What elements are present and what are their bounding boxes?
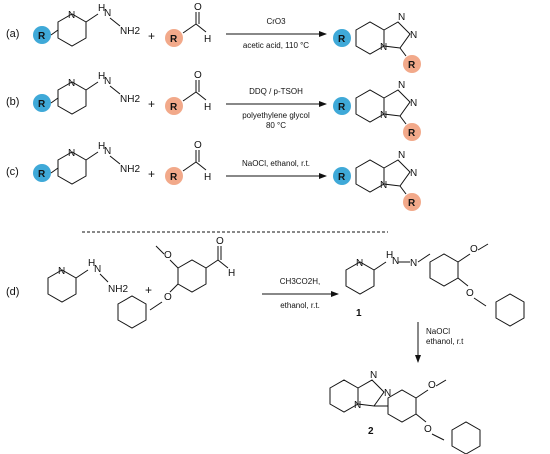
plus-b: +: [148, 97, 155, 111]
row-a-label: (a): [6, 28, 19, 40]
svg-text:N: N: [58, 266, 65, 277]
conditions-a-1: CrO3: [266, 17, 286, 26]
svg-text:H: H: [98, 71, 105, 82]
aldehyde-b: R O H: [165, 70, 211, 115]
svg-text:R: R: [338, 34, 346, 45]
r-pyridyl-hydrazine-c: R N H N NH2: [33, 141, 140, 185]
svg-text:N: N: [392, 256, 399, 267]
svg-text:R: R: [170, 34, 178, 45]
r-pyridyl-hydrazine-b: R N H N NH2: [33, 71, 140, 115]
benzyloxy-methoxybenzaldehyde: O H O O: [117, 236, 235, 329]
row-b: (b) R N H N NH2 + R O H DDQ / p-TSOH pol…: [6, 70, 421, 141]
plus-c: +: [148, 167, 155, 181]
svg-text:R: R: [38, 99, 46, 110]
svg-text:N: N: [104, 8, 111, 19]
conditions-c-1: NaOCl, ethanol, r.t.: [242, 159, 310, 168]
row-c: (c) R N H N NH2 + R O H NaOCl, ethanol, …: [6, 140, 421, 211]
conditions-d1-2: ethanol, r.t.: [280, 301, 320, 310]
svg-text:H: H: [386, 250, 393, 261]
conditions-b-3: 80 °C: [266, 121, 286, 130]
svg-text:N: N: [68, 78, 75, 89]
triazolopyridine-2: N N N O O: [329, 370, 481, 454]
svg-text:N: N: [104, 146, 111, 157]
svg-text:H: H: [98, 3, 105, 14]
svg-text:N: N: [410, 30, 417, 41]
svg-text:O: O: [466, 288, 474, 299]
svg-text:N: N: [380, 110, 387, 121]
svg-text:N: N: [398, 150, 405, 161]
compound-2-label: 2: [368, 426, 374, 437]
row-b-label: (b): [6, 96, 19, 108]
svg-text:H: H: [228, 268, 235, 279]
r1-letter: R: [38, 31, 46, 42]
svg-text:R: R: [408, 128, 416, 139]
hydrazone-1: N H N N O O: [345, 243, 525, 327]
svg-text:N: N: [380, 180, 387, 191]
svg-text:NH2: NH2: [120, 94, 140, 105]
svg-text:R: R: [170, 102, 178, 113]
svg-text:O: O: [194, 70, 202, 81]
svg-text:R: R: [170, 172, 178, 183]
svg-text:NH2: NH2: [108, 284, 128, 295]
aldehyde-c: R O H: [165, 140, 211, 185]
svg-text:H: H: [204, 34, 211, 45]
svg-text:N: N: [68, 148, 75, 159]
svg-text:R: R: [408, 198, 416, 209]
svg-text:H: H: [88, 258, 95, 269]
svg-text:H: H: [204, 102, 211, 113]
svg-text:NH2: NH2: [120, 164, 140, 175]
svg-text:N: N: [370, 370, 377, 381]
svg-text:N: N: [384, 388, 391, 399]
row-c-label: (c): [6, 166, 19, 178]
svg-text:N: N: [398, 12, 405, 23]
svg-text:O: O: [424, 424, 432, 435]
r2-circle: [165, 29, 183, 47]
svg-text:O: O: [194, 140, 202, 151]
conditions-b-2: polyethylene glycol: [242, 111, 310, 120]
svg-text:O: O: [428, 380, 436, 391]
conditions-d2-1: NaOCl: [426, 327, 450, 336]
svg-text:R: R: [38, 169, 46, 180]
svg-text:R: R: [338, 172, 346, 183]
svg-text:N: N: [354, 400, 361, 411]
svg-text:O: O: [194, 2, 202, 13]
svg-text:O: O: [216, 236, 224, 247]
svg-text:N: N: [104, 76, 111, 87]
svg-text:N: N: [410, 258, 417, 269]
triazolopyridine-a: R N N N R: [333, 12, 421, 73]
triazolopyridine-b: R N N N R: [333, 80, 421, 141]
conditions-d2-2: ethanol, r.t: [426, 337, 464, 346]
svg-text:N: N: [410, 168, 417, 179]
conditions-d1-1: CH3CO2H,: [280, 277, 320, 286]
svg-text:NH2: NH2: [120, 26, 140, 37]
svg-text:N: N: [380, 42, 387, 53]
svg-text:O: O: [164, 292, 172, 303]
svg-text:N: N: [356, 258, 363, 269]
svg-text:O: O: [470, 244, 478, 255]
row-d-label: (d): [6, 286, 19, 298]
svg-text:R: R: [408, 60, 416, 71]
r-pyridyl-hydrazine-a: R N H N NH2: [33, 3, 140, 47]
conditions-a-2: acetic acid, 110 °C: [243, 41, 309, 50]
conditions-b-1: DDQ / p-TSOH: [249, 87, 303, 96]
row-d: (d) N H N NH2 + O H O O: [6, 236, 525, 454]
svg-text:R: R: [338, 102, 346, 113]
row-a: (a) R N H N NH2 + R O H CrO3 acetic: [6, 2, 421, 73]
compound-1-label: 1: [356, 308, 362, 319]
svg-text:N: N: [398, 80, 405, 91]
plus-d: +: [145, 283, 152, 297]
r1-circle: [33, 26, 51, 44]
svg-text:N: N: [410, 98, 417, 109]
svg-text:H: H: [204, 172, 211, 183]
svg-text:O: O: [164, 250, 172, 261]
svg-text:N: N: [94, 264, 101, 275]
hydrazinopyridine: N H N NH2: [47, 258, 128, 303]
aldehyde-a: R O H: [165, 2, 211, 47]
svg-text:N: N: [68, 10, 75, 21]
svg-text:H: H: [98, 141, 105, 152]
triazolopyridine-c: R N N N R: [333, 150, 421, 211]
plus-a: +: [148, 29, 155, 43]
